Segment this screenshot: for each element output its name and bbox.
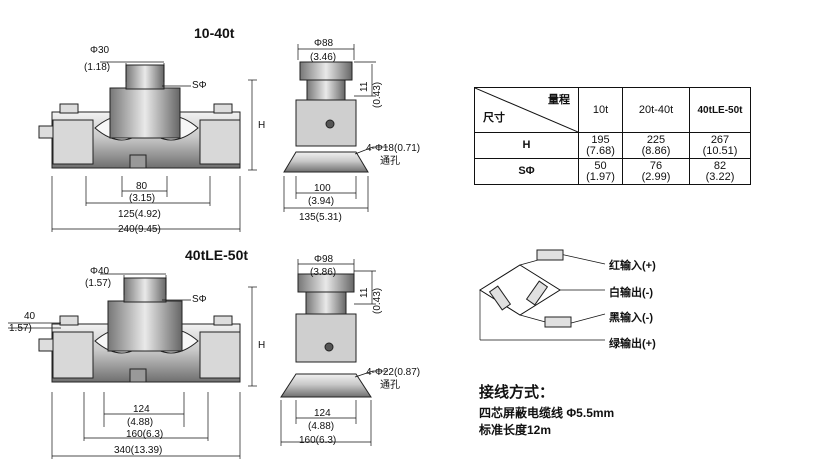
bottom-sphere-label: SΦ bbox=[192, 294, 207, 305]
bottom-side-11: 11 bbox=[359, 287, 370, 298]
top-sphere-label: SΦ bbox=[192, 80, 207, 91]
bottom-hole-note: 通孔 bbox=[380, 379, 400, 391]
top-dim-240: 240(9.45) bbox=[118, 224, 161, 235]
table-col-header: 20t-40t bbox=[622, 87, 690, 133]
top-view-title: 10-40t bbox=[194, 25, 235, 41]
wiring-diagram bbox=[479, 249, 606, 341]
bottom-pin-diameter: Φ40 bbox=[90, 266, 110, 277]
top-front-view bbox=[38, 64, 241, 169]
bottom-side-dim-160: 160(6.3) bbox=[299, 435, 336, 446]
bottom-dim-40: 40 bbox=[24, 311, 36, 322]
top-height-label: H bbox=[258, 120, 265, 131]
bottom-front-view bbox=[38, 277, 241, 383]
table-cell: 76 (2.99) bbox=[622, 158, 690, 185]
table-row-label: SΦ bbox=[474, 158, 579, 185]
top-dim-80: 80 bbox=[136, 181, 148, 192]
wire-black-label: 黑输入(-) bbox=[609, 312, 653, 324]
bottom-hole-label: 4-Φ22(0.87) bbox=[366, 367, 420, 378]
top-side-dimensions bbox=[283, 44, 388, 212]
table-header-row: 量程 尺寸 10t 20t-40t 40tLE-50t bbox=[474, 87, 751, 133]
wire-white-label: 白输出(-) bbox=[609, 287, 653, 299]
bottom-side-diameter: Φ98 bbox=[314, 254, 334, 265]
table-col-header: 40tLE-50t bbox=[689, 87, 751, 133]
connection-title: 接线方式： bbox=[479, 384, 555, 401]
top-side-11-in: (0.43) bbox=[372, 82, 383, 108]
table-cell: 82 (3.22) bbox=[689, 158, 751, 185]
bottom-view-title: 40tLE-50t bbox=[185, 247, 248, 263]
top-side-diameter: Φ88 bbox=[314, 38, 334, 49]
top-pin-diameter: Φ30 bbox=[90, 45, 110, 56]
table-cell: 50 (1.97) bbox=[578, 158, 623, 185]
top-side-dim-100-in: (3.94) bbox=[308, 196, 334, 207]
bottom-side-view bbox=[280, 273, 372, 398]
bottom-dim-340: 340(13.39) bbox=[114, 445, 162, 456]
table-corner: 量程 尺寸 bbox=[474, 87, 579, 133]
table-cell: 225 (8.86) bbox=[622, 132, 690, 159]
wire-red-label: 红输入(+) bbox=[609, 260, 656, 272]
bottom-height-label: H bbox=[258, 340, 265, 351]
bottom-side-11-in: (0.43) bbox=[372, 288, 383, 314]
bottom-dim-124-in: (4.88) bbox=[127, 417, 153, 428]
bottom-side-dim-124: 124 bbox=[314, 408, 331, 419]
top-hole-note: 通孔 bbox=[380, 155, 400, 167]
top-hole-label: 4-Φ18(0.71) bbox=[366, 143, 420, 154]
table-cell: 267 (10.51) bbox=[689, 132, 751, 159]
table-cell: 195 (7.68) bbox=[578, 132, 623, 159]
top-side-view bbox=[283, 61, 369, 173]
table-row: SΦ 50 (1.97) 76 (2.99) 82 (3.22) bbox=[474, 158, 751, 185]
wire-green-label: 绿输出(+) bbox=[609, 338, 656, 350]
top-pin-diameter-in: (1.18) bbox=[84, 62, 110, 73]
table-corner-bottom: 尺寸 bbox=[483, 112, 505, 124]
bottom-dim-124: 124 bbox=[133, 404, 150, 415]
bottom-side-dimensions bbox=[280, 259, 388, 446]
top-dim-80-in: (3.15) bbox=[129, 193, 155, 204]
connection-length: 标准长度12m bbox=[479, 423, 552, 437]
top-dim-125: 125(4.92) bbox=[118, 209, 161, 220]
table-col-header: 10t bbox=[578, 87, 623, 133]
bottom-pin-diameter-in: (1.57) bbox=[85, 278, 111, 289]
top-side-dim-100: 100 bbox=[314, 183, 331, 194]
bottom-dim-160: 160(6.3) bbox=[126, 429, 163, 440]
table-corner-top: 量程 bbox=[548, 94, 570, 106]
spec-table: 量程 尺寸 10t 20t-40t 40tLE-50t H 195 (7.68)… bbox=[474, 87, 751, 185]
bottom-side-dim-124-in: (4.88) bbox=[308, 421, 334, 432]
bottom-side-diameter-in: (3.86) bbox=[310, 267, 336, 278]
table-row-label: H bbox=[474, 132, 579, 159]
top-side-11: 11 bbox=[359, 81, 370, 92]
bottom-dim-40-in: 1.57) bbox=[9, 323, 32, 334]
table-row: H 195 (7.68) 225 (8.86) 267 (10.51) bbox=[474, 132, 751, 159]
top-front-dimensions bbox=[51, 61, 257, 232]
connection-cable: 四芯屏蔽电缆线 Φ5.5mm bbox=[479, 406, 615, 420]
bottom-front-dimensions bbox=[8, 273, 257, 459]
top-side-diameter-in: (3.46) bbox=[310, 52, 336, 63]
top-side-dim-135: 135(5.31) bbox=[299, 212, 342, 223]
